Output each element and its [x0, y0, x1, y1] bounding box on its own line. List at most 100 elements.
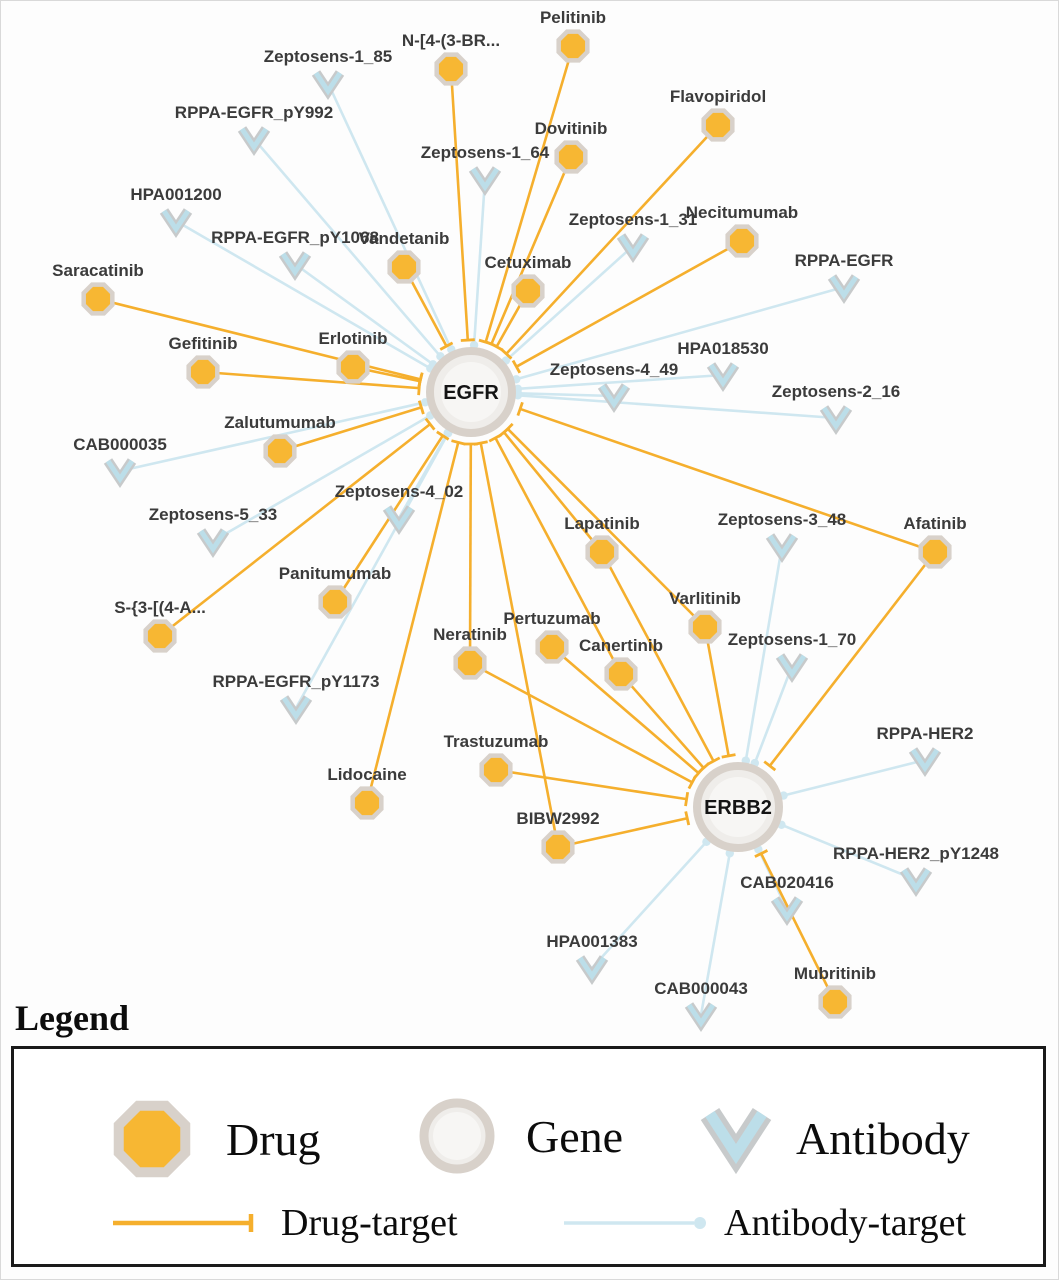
- drug-label-vandetanib: Vandetanib: [359, 229, 450, 248]
- drug-octagon: [701, 108, 735, 142]
- antibody-node-hpa018530: [706, 362, 740, 393]
- drug-label-lapatinib: Lapatinib: [564, 514, 640, 533]
- legend-label-gene: Gene: [526, 1110, 624, 1162]
- edge-drug-target-dovitinib-egfr: [484, 156, 573, 349]
- legend-label-antibody: Antibody: [796, 1112, 970, 1164]
- drug-label-lidocaine: Lidocaine: [327, 765, 406, 784]
- antibody-chevron-inner: [599, 384, 629, 409]
- drug-octagon: [688, 610, 722, 644]
- antibody-label-zeptosens-1-31: Zeptosens-1_31: [569, 210, 698, 229]
- drug-node-pertuzumab: [535, 630, 569, 664]
- drug-label-pertuzumab: Pertuzumab: [503, 609, 600, 628]
- edge-drug-target-mubritinib-erbb2: [754, 849, 837, 1003]
- drug-octagon-icon: [113, 1100, 191, 1178]
- antibody-node-hpa001200: [159, 208, 193, 239]
- drug-node-zalutumumab: [263, 434, 297, 468]
- drug-node-flavopiridol: [701, 108, 735, 142]
- legend-item-antibody: Antibody: [690, 1095, 970, 1181]
- drug-label-saracatinib: Saracatinib: [52, 261, 144, 280]
- antibody-label-rppa-egfr-py992: RPPA-EGFR_pY992: [175, 103, 333, 122]
- antibody-label-zeptosens-2-16: Zeptosens-2_16: [772, 382, 901, 401]
- antibody-label-zeptosens-4-02: Zeptosens-4_02: [335, 482, 464, 501]
- legend-item-drug-target: Drug-target: [109, 1201, 458, 1245]
- drug-node-panitumumab: [318, 585, 352, 619]
- edge-antibody-target-rppa-her2-erbb2: [779, 758, 926, 800]
- gene-node-egfr: [426, 347, 516, 437]
- gene-circle-icon: [419, 1098, 495, 1174]
- edge-drug-target-afatinib-egfr: [516, 401, 936, 554]
- legend-item-drug: Drug: [102, 1089, 321, 1189]
- edge-drug-target-canertinib-erbb2: [620, 673, 710, 774]
- drug-label-trastuzumab: Trastuzumab: [444, 732, 549, 751]
- antibody-node-zeptosens-2-16: [819, 405, 853, 436]
- edge-drug-target-zalutumumab-egfr: [279, 400, 425, 453]
- antibody-chevron-inner: [313, 71, 343, 96]
- antibody-label-zeptosens-5-33: Zeptosens-5_33: [149, 505, 278, 524]
- antibody-chevron-inner: [280, 252, 310, 277]
- antibody-node-zeptosens-1-31: [616, 233, 650, 264]
- antibody-target-edge-icon: [564, 1217, 706, 1229]
- gene-circle-inner: [441, 362, 501, 422]
- drug-label-n-4-3-br: N-[4-(3-BR...: [402, 31, 500, 50]
- antibody-node-zeptosens-5-33: [196, 528, 230, 559]
- antibody-node-rppa-egfr: [827, 274, 861, 305]
- edge-drug-target-lapatinib-egfr: [497, 426, 604, 553]
- antibody-chevron-inner: [161, 209, 191, 234]
- edge-drug-target-afatinib-erbb2: [763, 551, 937, 772]
- antibody-node-zeptosens-1-85: [311, 70, 345, 101]
- legend-box: Drug Gene Antibody Drug-target Antibody-…: [11, 1046, 1046, 1267]
- antibody-chevron-inner: [686, 1003, 716, 1028]
- drug-label-neratinib: Neratinib: [433, 625, 507, 644]
- edge-antibody-target-zeptosens-3-48-erbb2: [741, 545, 784, 765]
- antibody-chevron-inner: [767, 534, 797, 559]
- antibody-node-rppa-her2-py1248: [899, 867, 933, 898]
- antibody-chevron-inner: [384, 506, 414, 531]
- drug-node-neratinib: [453, 646, 487, 680]
- drug-label-bibw2992: BIBW2992: [516, 809, 599, 828]
- antibody-label-zeptosens-3-48: Zeptosens-3_48: [718, 510, 847, 529]
- antibody-node-rppa-egfr-py1173: [279, 695, 313, 726]
- drug-label-afatinib: Afatinib: [903, 514, 966, 533]
- edge-antibody-target-zeptosens-1-85-egfr: [326, 82, 456, 354]
- drug-label-necitumumab: Necitumumab: [686, 203, 798, 222]
- antibody-label-zeptosens-4-49: Zeptosens-4_49: [550, 360, 679, 379]
- antibody-chevron-inner: [829, 275, 859, 300]
- antibody-label-cab000043: CAB000043: [654, 979, 748, 998]
- antibody-node-zeptosens-3-48: [765, 533, 799, 564]
- drug-label-canertinib: Canertinib: [579, 636, 663, 655]
- drug-octagon: [186, 355, 220, 389]
- gene-label-erbb2: ERBB2: [704, 797, 772, 819]
- antibody-label-rppa-egfr-py1068: RPPA-EGFR_pY1068: [211, 228, 379, 247]
- drug-label-erlotinib: Erlotinib: [319, 329, 388, 348]
- antibody-label-zeptosens-1-70: Zeptosens-1_70: [728, 630, 857, 649]
- antibody-chevron-icon: [700, 1108, 772, 1175]
- drug-node-pelitinib: [556, 29, 590, 63]
- antibody-label-rppa-her2-py1248: RPPA-HER2_pY1248: [833, 844, 999, 863]
- drug-label-s-3-4-a: S-{3-[(4-A...: [114, 598, 206, 617]
- edge-drug-target-n-4-3-br-egfr: [449, 68, 475, 342]
- antibody-node-rppa-egfr-py992: [237, 126, 271, 157]
- antibody-chevron-inner: [577, 956, 607, 981]
- edge-drug-target-lapatinib-erbb2: [600, 551, 721, 766]
- drug-octagon: [81, 282, 115, 316]
- labels-layer: EGFRERBB2PelitinibN-[4-(3-BR...Dovitinib…: [52, 8, 999, 998]
- drug-octagon: [263, 434, 297, 468]
- drug-octagon: [535, 630, 569, 664]
- drug-node-n-4-3-br: [434, 52, 468, 86]
- antibody-label-zeptosens-1-64: Zeptosens-1_64: [421, 143, 550, 162]
- drug-label-gefitinib: Gefitinib: [169, 334, 238, 353]
- drug-label-pelitinib: Pelitinib: [540, 8, 606, 27]
- drug-label-mubritinib: Mubritinib: [794, 964, 876, 983]
- drug-octagon: [434, 52, 468, 86]
- drug-node-s-3-4-a: [143, 619, 177, 653]
- drug-octagon: [585, 535, 619, 569]
- drug-node-bibw2992: [541, 830, 575, 864]
- edge-drug-target-pertuzumab-erbb2: [551, 646, 705, 780]
- antibody-chevron-inner: [239, 127, 269, 152]
- antibody-chevron-inner: [198, 529, 228, 554]
- drug-label-cetuximab: Cetuximab: [485, 253, 572, 272]
- drug-label-zalutumumab: Zalutumumab: [224, 413, 335, 432]
- drug-octagon: [511, 274, 545, 308]
